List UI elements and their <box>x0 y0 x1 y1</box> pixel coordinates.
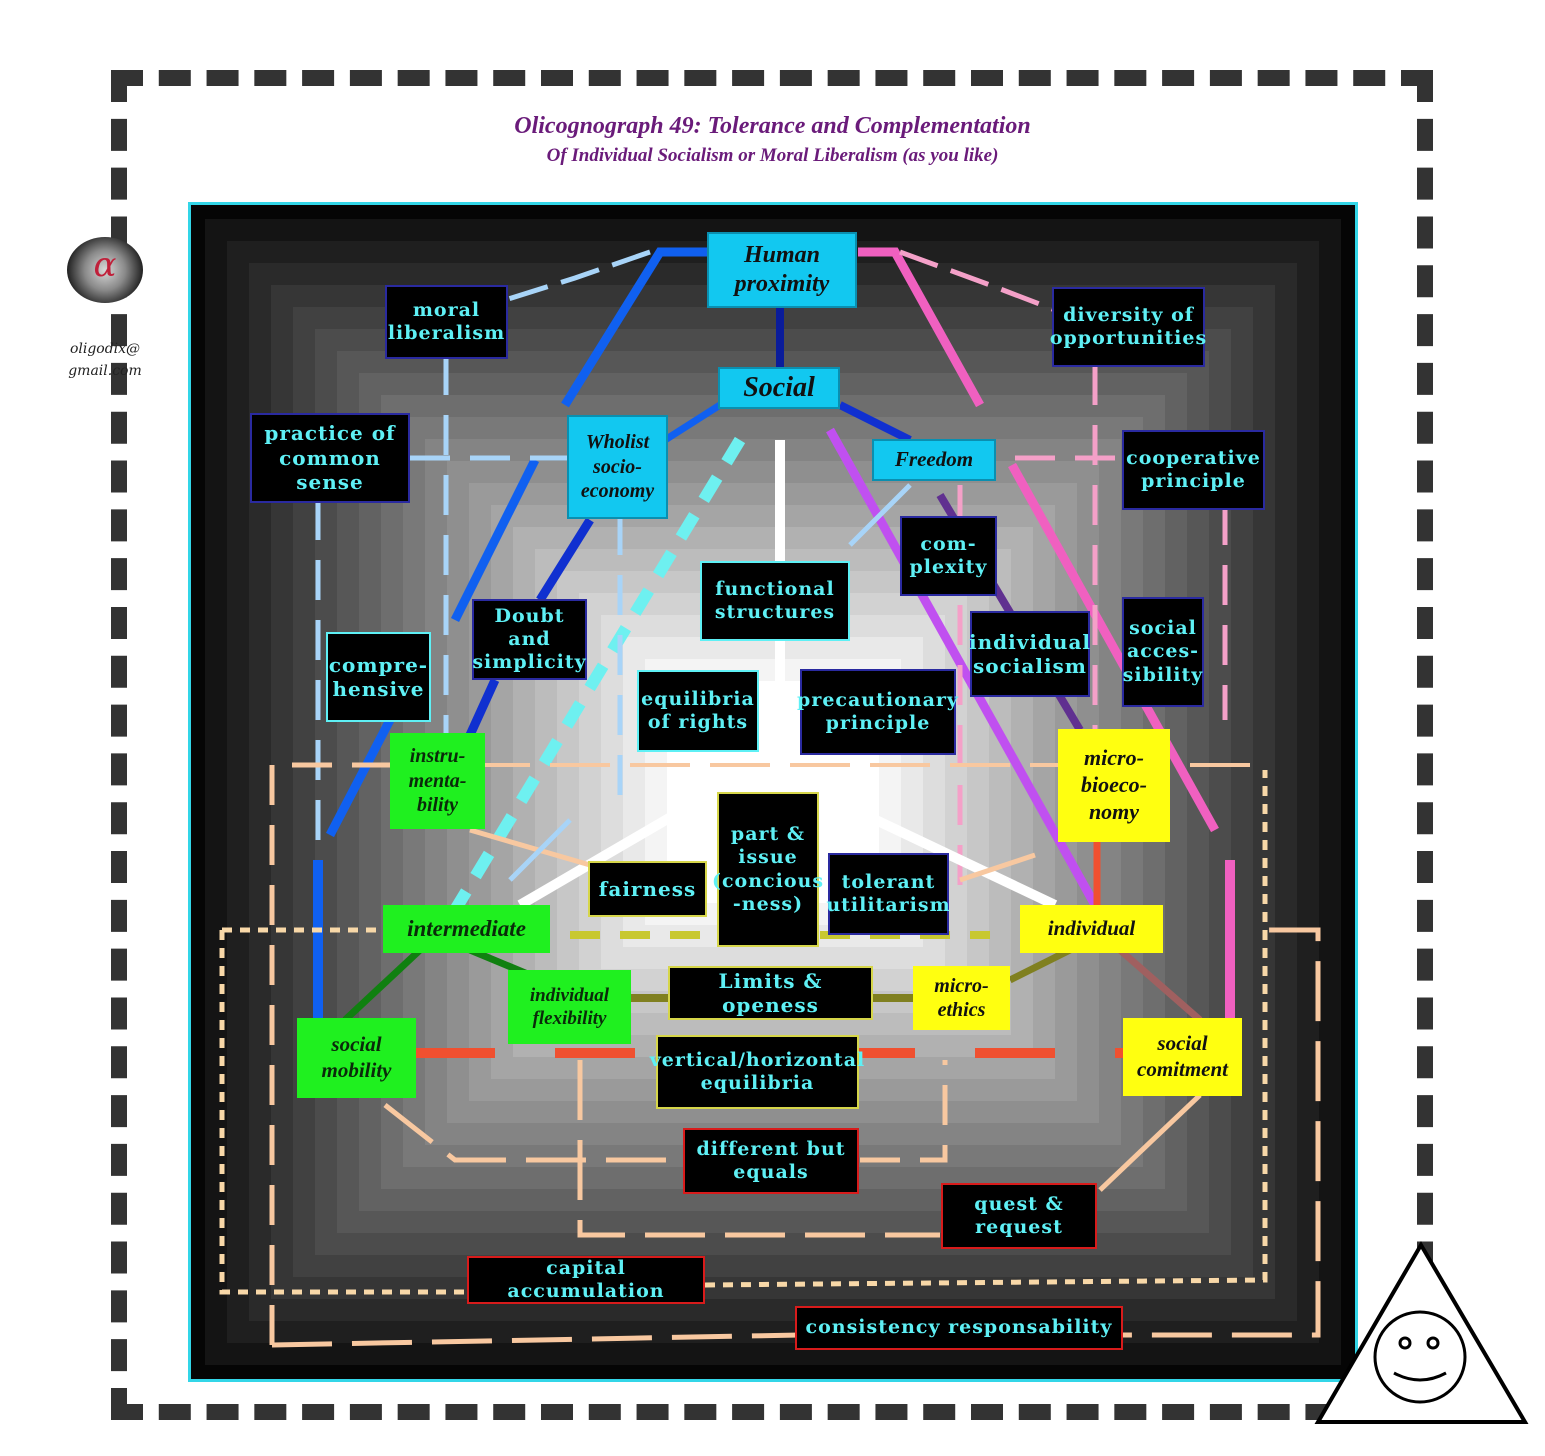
node-different-but-equals: different but equals <box>683 1128 859 1194</box>
connector <box>577 1060 940 1238</box>
connector <box>508 818 572 882</box>
node-consistency-responsability: consistency responsability <box>795 1306 1123 1350</box>
page-title: Olicognograph 49: Tolerance and Compleme… <box>514 113 1031 139</box>
connector <box>450 457 540 623</box>
connector <box>561 247 710 408</box>
connector <box>704 770 1268 1288</box>
connector <box>858 247 984 408</box>
connector <box>342 947 423 1023</box>
node-social: Social <box>718 367 840 409</box>
node-cooperative-principle: cooperative principle <box>1122 430 1265 510</box>
node-individual-socialism: individual socialism <box>969 611 1090 697</box>
connector <box>1117 947 1203 1023</box>
node-social-mobility: social mobility <box>297 1018 416 1098</box>
connector <box>449 436 746 914</box>
node-micro-ethics: micro- ethics <box>913 966 1010 1030</box>
contact-line-2: gmail.com <box>68 363 142 379</box>
node-human-proximity: Human proximity <box>707 232 857 308</box>
node-practice-of-common-sense: practice of common sense <box>250 413 410 503</box>
smiley-triangle-icon <box>1314 1241 1529 1424</box>
node-equilibria-of-rights: equilibria of rights <box>637 670 759 752</box>
node-instrumentability: instru- menta- bility <box>390 733 485 829</box>
node-part-and-issue: part & issue (concious -ness) <box>712 792 823 947</box>
node-precautionary-principle: precautionary principle <box>797 669 958 755</box>
node-wholist-socio-economy: Wholist socio- economy <box>567 415 668 519</box>
connector <box>326 717 394 838</box>
connector <box>536 517 594 603</box>
node-moral-liberalism: moral liberalism <box>385 285 508 359</box>
node-social-commitment: social comitment <box>1123 1018 1242 1096</box>
node-limits-and-openess: Limits & openess <box>668 966 873 1020</box>
node-doubt-and-simplicity: Doubt and simplicity <box>472 599 587 680</box>
node-comprehensive: compre- hensive <box>326 632 431 722</box>
node-intermediate: intermediate <box>383 905 550 953</box>
connector <box>271 927 1321 1348</box>
connector <box>899 249 1056 313</box>
connector <box>838 401 912 444</box>
connector <box>959 852 1036 883</box>
node-social-accessibility: social acces- sibility <box>1122 597 1204 707</box>
connector <box>383 1103 690 1163</box>
node-vertical-horizontal-equilibria: vertical/horizontal equilibria <box>650 1035 864 1109</box>
node-quest-and-request: quest & request <box>941 1183 1097 1249</box>
connector <box>1008 462 1219 833</box>
logo-glyph: α <box>93 245 117 285</box>
node-individual: individual <box>1020 905 1163 953</box>
connector <box>219 930 470 1295</box>
connector <box>663 402 722 443</box>
outer-dashed-border <box>111 70 1433 1420</box>
node-capital-accumulation: capital accumulation <box>467 1256 705 1304</box>
circular-emblem-icon: α <box>67 237 143 303</box>
connector <box>860 1060 948 1163</box>
node-functional-structures: functional structures <box>700 561 850 641</box>
connector <box>469 827 591 868</box>
page-subtitle: Of Individual Socialism or Moral Liberal… <box>546 145 999 166</box>
connector <box>1098 1093 1202 1192</box>
node-freedom: Freedom <box>872 439 996 481</box>
node-complexity: com- plexity <box>900 516 997 596</box>
node-diversity-of-opportunities: diversity of opportunities <box>1050 287 1206 367</box>
connector <box>269 762 400 1345</box>
node-fairness: fairness <box>588 861 707 917</box>
contact-email: oligodix@ gmail.com <box>50 338 160 382</box>
node-micro-bioeconomy: micro- bioeco- nomy <box>1058 729 1170 842</box>
contact-line-1: oligodix@ <box>69 341 141 357</box>
connector <box>1008 946 1072 984</box>
connector <box>504 249 651 303</box>
node-individual-flexibility: individual flexibility <box>508 970 631 1044</box>
node-tolerant-utilitarism: tolerant utilitarism <box>826 853 950 935</box>
connector <box>465 678 500 737</box>
connector <box>848 483 912 547</box>
